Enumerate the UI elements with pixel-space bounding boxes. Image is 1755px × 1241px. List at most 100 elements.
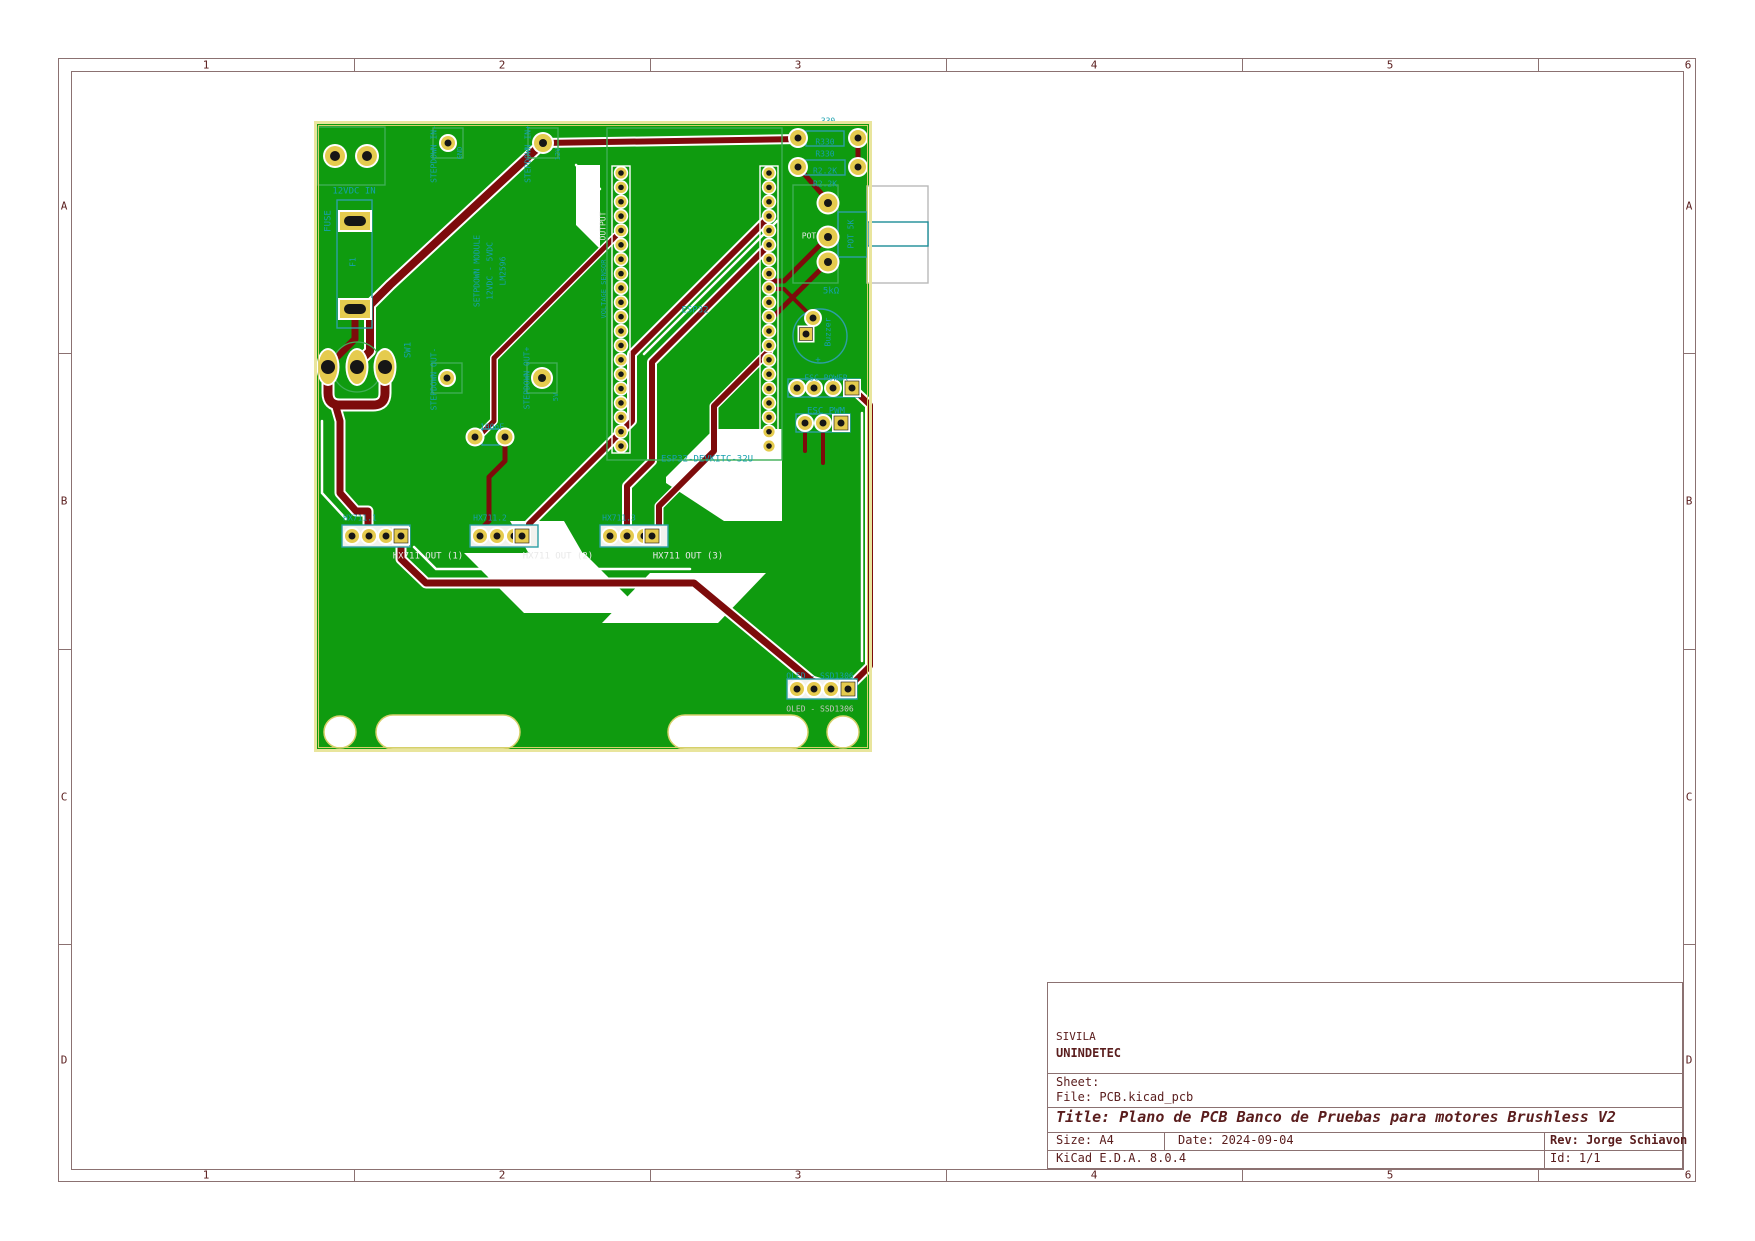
pad-hole xyxy=(493,532,501,540)
pad-hole xyxy=(348,532,356,540)
footprint-outline xyxy=(432,127,464,159)
pad-hole xyxy=(648,532,656,540)
drawing-title: Title: Plano de PCB Banco de Pruebas par… xyxy=(1056,1108,1616,1126)
footprint-outline xyxy=(867,221,929,247)
size-label: Size: A4 xyxy=(1056,1133,1114,1147)
silk-label: HX711.2 xyxy=(473,514,507,523)
pin-hole xyxy=(618,357,624,363)
silk-label: Buzzer xyxy=(824,317,833,346)
pin-hole xyxy=(766,400,772,406)
tb-divider xyxy=(1048,1150,1682,1151)
pad-hole xyxy=(819,419,827,427)
pin-hole xyxy=(766,428,772,435)
pad-hole xyxy=(539,139,547,147)
pad-hole xyxy=(810,384,818,392)
pad-hole xyxy=(382,532,390,540)
pad-hole xyxy=(330,151,340,161)
pad-hole xyxy=(854,163,862,171)
footprint-outline xyxy=(431,362,463,394)
mounting-holes xyxy=(323,714,860,750)
pin-hole xyxy=(618,184,624,191)
tb-divider xyxy=(1544,1132,1545,1170)
silk-label: STEPDOWN IN- xyxy=(430,125,439,183)
silk-label: R330 xyxy=(815,150,834,159)
ruler-row-label: B xyxy=(1685,494,1693,508)
silk-label: STEPDOWN OUT+ xyxy=(523,347,532,410)
pin-hole xyxy=(766,342,772,349)
pad-hole xyxy=(606,532,614,540)
title-block: SIVILA UNINDETEC Sheet: File: PCB.kicad_… xyxy=(1047,982,1687,1170)
silk-label: R2.2K xyxy=(813,167,837,176)
ruler-column-label: 1 xyxy=(202,58,210,72)
ruler-tick xyxy=(946,1169,947,1181)
pin-hole xyxy=(618,285,624,291)
silk-label: 100nF xyxy=(480,423,504,432)
pad-hole xyxy=(824,258,832,266)
pad-hole xyxy=(501,433,509,441)
pad-hole xyxy=(444,139,452,147)
silk-label: R2.2K xyxy=(813,180,837,189)
ruler-row-label: B xyxy=(60,494,68,508)
pin-hole xyxy=(766,385,772,392)
pad-hole xyxy=(623,532,631,540)
pad-hole xyxy=(809,314,817,322)
pad-hole xyxy=(443,374,451,382)
pin-hole xyxy=(618,170,624,176)
pin-hole xyxy=(618,400,624,406)
pad-hole xyxy=(518,532,526,540)
ruler-tick xyxy=(58,944,71,945)
silk-label: OUTPUT xyxy=(599,211,608,240)
pin-hole xyxy=(766,285,772,291)
pad-hole xyxy=(801,419,809,427)
date-label: Date: 2024-09-04 xyxy=(1178,1133,1294,1147)
ruler-column-label: 2 xyxy=(498,1168,506,1182)
pin-hole xyxy=(618,213,624,219)
footprint-outline xyxy=(526,362,558,394)
pad-hole xyxy=(848,384,856,392)
pad-hole xyxy=(829,384,837,392)
pin-hole xyxy=(618,385,624,392)
tb-divider xyxy=(1048,1107,1682,1108)
tb-divider xyxy=(1048,1073,1682,1074)
silk-label: 5kΩ xyxy=(823,287,840,297)
ruler-tick xyxy=(58,649,71,650)
pin-hole xyxy=(618,299,624,306)
ruler-column-label: 3 xyxy=(794,58,802,72)
silk-label: STEPDOWN IN+ xyxy=(524,125,533,183)
silk-label: + xyxy=(815,356,821,366)
silk-label: 12V xyxy=(554,147,562,160)
ruler-tick xyxy=(354,58,355,71)
silk-label: SW1 xyxy=(404,342,414,358)
pad-hole xyxy=(350,360,364,374)
pin-hole xyxy=(766,170,772,176)
pin-hole xyxy=(618,256,624,263)
pin-hole xyxy=(766,184,772,191)
pad-hole xyxy=(802,330,810,338)
silk-label: F1 xyxy=(349,257,358,267)
ruler-column-label: 5 xyxy=(1386,58,1394,72)
ruler-column-label: 5 xyxy=(1386,1168,1394,1182)
ruler-row-label: D xyxy=(60,1053,68,1067)
ruler-column-label: 1 xyxy=(202,1168,210,1182)
silk-label: OLED - SSD1306 xyxy=(786,672,854,681)
pad-hole xyxy=(365,532,373,540)
silk-label: ESP32 xyxy=(681,306,708,316)
pad-hole xyxy=(397,532,405,540)
silk-label: GND xyxy=(456,147,464,160)
silk-label: LM2596 xyxy=(499,256,508,285)
pin-hole xyxy=(618,328,624,334)
company-name: SIVILA xyxy=(1056,1030,1096,1043)
pad-hole xyxy=(824,199,832,207)
ruler-tick xyxy=(1538,1169,1539,1181)
silk-label: STEPDOWN OUT- xyxy=(430,348,439,411)
ruler-row-label: C xyxy=(60,790,68,804)
pad-hole xyxy=(538,374,546,382)
ruler-row-label: A xyxy=(1685,199,1693,213)
pad-hole xyxy=(827,685,835,693)
ruler-row-label: A xyxy=(60,199,68,213)
silk-label: ESC PWM xyxy=(807,407,846,417)
silk-label: HX711 OUT (2) xyxy=(523,552,593,562)
ruler-tick xyxy=(946,58,947,71)
pin-hole xyxy=(618,371,624,377)
